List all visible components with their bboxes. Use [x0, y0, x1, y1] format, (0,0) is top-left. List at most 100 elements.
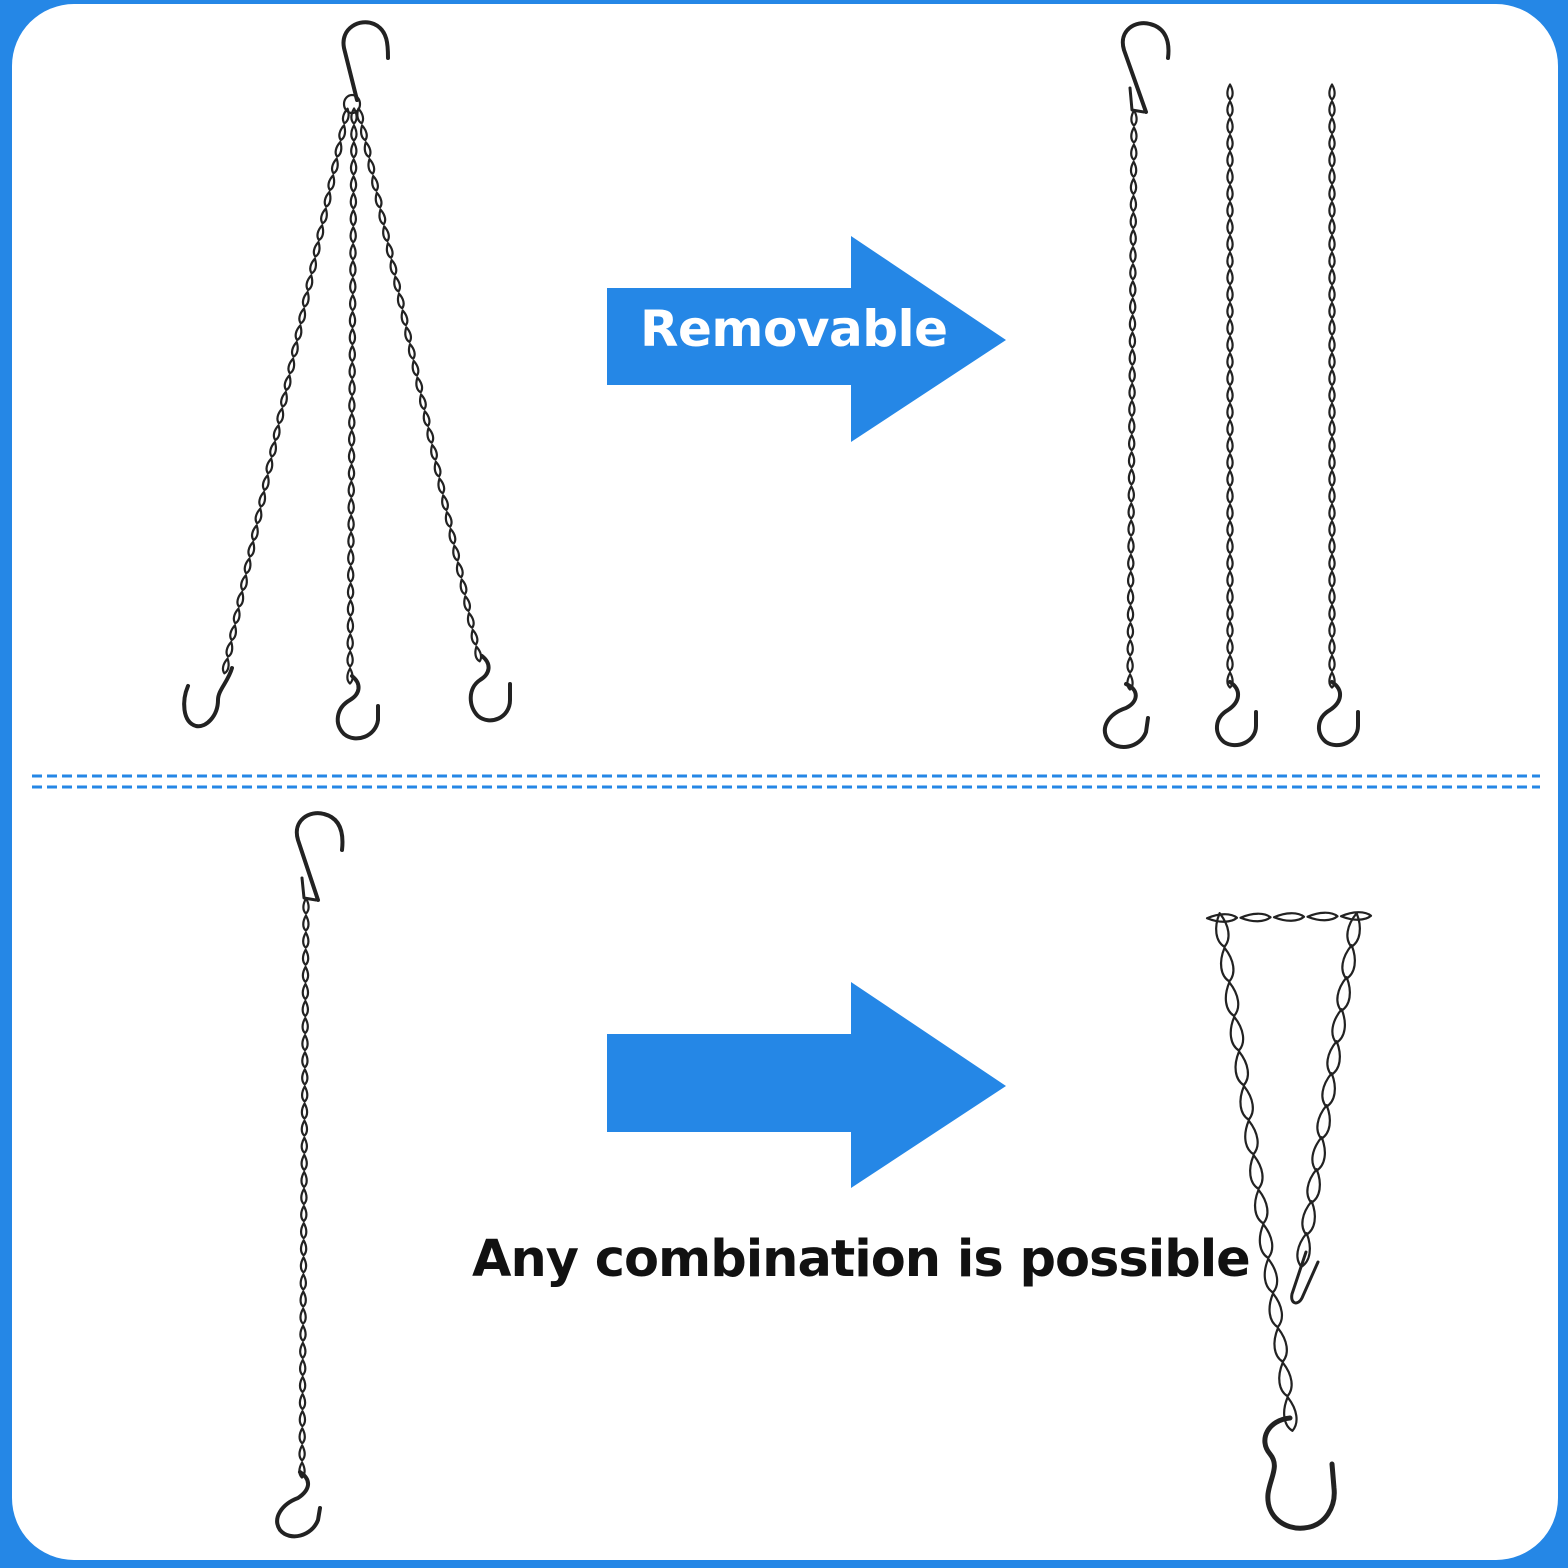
chain-link [327, 174, 336, 192]
chain-link [347, 446, 356, 464]
chain-link [1226, 217, 1234, 235]
chain-link [1328, 402, 1336, 420]
chain-link [330, 157, 339, 175]
chain-link [1328, 285, 1336, 303]
chain-link [346, 565, 355, 583]
chain-link [305, 274, 314, 292]
chain-link [341, 107, 350, 125]
hook-icon [1102, 682, 1150, 749]
top-hook-icon [1120, 21, 1171, 114]
chain-link [422, 410, 431, 428]
chain-link [347, 514, 355, 532]
chain-link [1129, 194, 1138, 213]
chain-link [349, 175, 358, 193]
chain-link [348, 311, 357, 329]
chain-link [347, 548, 355, 566]
chain-link [348, 378, 356, 397]
chain-link [320, 207, 328, 225]
chain-link [1328, 100, 1336, 118]
chain-link [415, 376, 424, 394]
chain-link [1328, 620, 1336, 639]
chain-link [1128, 382, 1136, 401]
chain-link [309, 257, 317, 275]
chain-link [1128, 399, 1136, 418]
chain-link [1226, 570, 1234, 588]
chain-link [1129, 229, 1137, 247]
chain-link [347, 429, 356, 447]
chain-link [1226, 604, 1234, 622]
chain-link [1328, 268, 1336, 286]
chain-link [1229, 1015, 1245, 1052]
chain-link [1249, 1154, 1264, 1190]
chain-2 [1226, 83, 1234, 689]
chain-link [348, 294, 357, 312]
top-hook-icon [341, 20, 390, 102]
chain-link [247, 540, 256, 558]
chain-link [363, 141, 372, 159]
chain-link [1239, 912, 1272, 923]
chain-link [1328, 251, 1336, 269]
chain-link [348, 361, 356, 380]
chain-link [346, 616, 355, 634]
chain-link [1226, 335, 1234, 353]
combination-caption: Any combination is possible [472, 1230, 1251, 1289]
chain-link [1328, 301, 1336, 319]
chain-link [1328, 234, 1336, 252]
hook-icon [335, 674, 380, 741]
chain-link [433, 460, 442, 478]
chain-link [1126, 656, 1134, 674]
chain-link [347, 531, 355, 549]
chain-link [1127, 553, 1135, 571]
chain-link [348, 328, 357, 346]
chain-link [1328, 352, 1336, 370]
chain-link [396, 292, 405, 310]
separate-chains-illustration [1102, 21, 1360, 749]
chain-link [1226, 201, 1234, 219]
hook-icon [1262, 1415, 1337, 1531]
chain-link [1226, 301, 1234, 319]
single-chain-illustration [275, 811, 345, 1539]
chain-link [437, 477, 446, 495]
chain-link [1128, 365, 1136, 383]
chain-link [232, 607, 241, 625]
chain-link [1311, 1136, 1326, 1172]
chain-link [300, 1102, 309, 1120]
chain-link [1258, 1223, 1274, 1260]
chain-link [455, 561, 464, 579]
chain-link [1328, 318, 1336, 336]
chain-link [298, 1461, 306, 1479]
chain-link [276, 407, 285, 425]
chain-link [1328, 637, 1336, 656]
chain-link [1328, 184, 1336, 202]
chain-link [1244, 1119, 1259, 1156]
chain-link [448, 527, 457, 545]
chain-link [1226, 318, 1234, 336]
chain-link [300, 1187, 308, 1206]
chain-link [300, 1153, 308, 1171]
chain-link [1253, 1188, 1269, 1225]
chain-link [299, 1290, 307, 1308]
chain-link [250, 524, 259, 542]
chain-link [348, 412, 356, 431]
chain-link [1127, 468, 1136, 486]
chain-link [1328, 536, 1336, 555]
chain-link [1328, 469, 1336, 487]
chain-link [1328, 150, 1336, 168]
chain-link [302, 914, 310, 932]
chain-link [371, 174, 379, 192]
chain-link [1328, 83, 1336, 101]
chain-link [1331, 1008, 1346, 1044]
chain-link [299, 1256, 308, 1274]
chain-link [346, 650, 354, 668]
chain-link [298, 1444, 306, 1462]
chain-link [382, 225, 390, 243]
chain-link [1126, 622, 1135, 640]
chain-link [1226, 100, 1234, 118]
removable-label: Removable [640, 300, 948, 358]
chain-link [346, 667, 354, 685]
chain-link [349, 243, 357, 261]
chain-link [299, 1273, 308, 1291]
chain-link [426, 426, 435, 444]
chain-link [1128, 314, 1137, 332]
chain-link [1226, 285, 1234, 303]
